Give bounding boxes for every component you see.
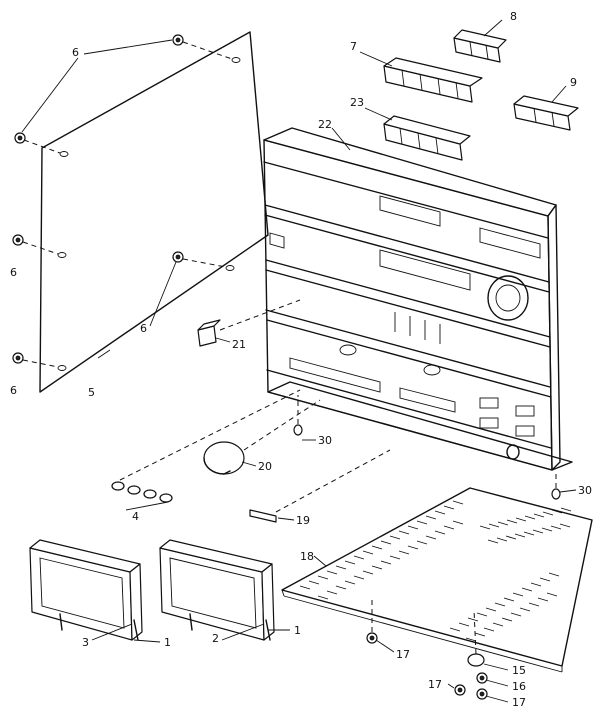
callout-6: 6 — [10, 384, 17, 397]
callout-30: 30 — [318, 434, 332, 447]
callout-17: 17 — [428, 678, 442, 691]
callout-2: 2 — [212, 632, 219, 645]
callout-1: 1 — [164, 636, 171, 649]
leader-lines — [21, 19, 577, 703]
callout-15: 15 — [512, 664, 526, 677]
button-block-23 — [383, 115, 471, 161]
callout-16: 16 — [512, 680, 526, 693]
small-part-21 — [197, 299, 301, 347]
callout-18: 18 — [300, 550, 314, 563]
button-block-9 — [513, 95, 579, 131]
lever-19 — [249, 449, 391, 523]
bottom-plate-18 — [281, 487, 593, 673]
small-knobs-4 — [111, 389, 301, 503]
callout-20: 20 — [258, 460, 272, 473]
front-cabinet — [263, 127, 573, 471]
callout-6: 6 — [10, 266, 17, 279]
callout-23: 23 — [350, 96, 364, 109]
callout-7: 7 — [350, 40, 357, 53]
callout-9: 9 — [570, 76, 577, 89]
callout-5: 5 — [88, 386, 95, 399]
button-block-7 — [383, 57, 483, 103]
callout-19: 19 — [296, 514, 310, 527]
callout-21: 21 — [232, 338, 246, 351]
screws-30 — [293, 395, 561, 500]
callout-8: 8 — [510, 10, 517, 23]
bottom-parts — [366, 600, 488, 700]
callout-17: 17 — [396, 648, 410, 661]
back-panel — [39, 31, 269, 393]
callout-6: 6 — [72, 46, 79, 59]
callout-6: 6 — [140, 322, 147, 335]
callout-1: 1 — [294, 624, 301, 637]
door-3 — [29, 539, 143, 641]
button-block-8 — [453, 29, 507, 63]
callout-17: 17 — [512, 696, 526, 709]
screws — [12, 34, 233, 368]
callout-3: 3 — [82, 636, 89, 649]
knob-20 — [203, 399, 321, 475]
door-2 — [159, 539, 275, 641]
callout-30: 30 — [578, 484, 592, 497]
callout-22: 22 — [318, 118, 332, 131]
callouts: 6 6 6 6 5 7 8 9 23 22 21 30 30 20 4 19 1… — [10, 10, 592, 709]
callout-4: 4 — [132, 510, 139, 523]
